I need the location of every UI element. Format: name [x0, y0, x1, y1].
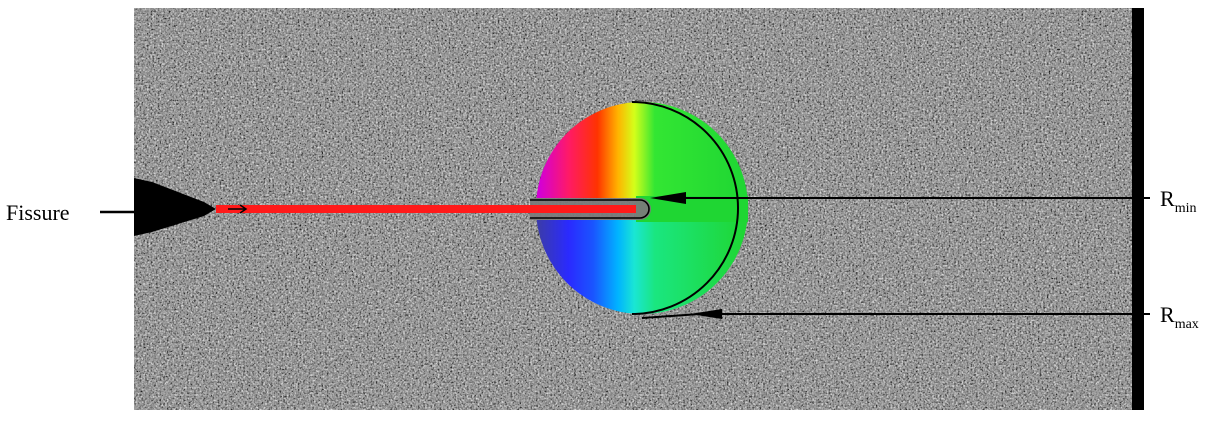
r-max-label: Rmax [1160, 302, 1199, 332]
fissure-annotation: Fissure [6, 200, 134, 225]
r-min-annotation: Rmin [650, 186, 1196, 216]
clamp-bar [1132, 8, 1144, 410]
r-max-annotation: Rmax [641, 302, 1199, 332]
fissure-label: Fissure [6, 200, 70, 225]
crack-line [216, 205, 636, 213]
r-min-label: Rmin [1160, 186, 1196, 216]
notch-wedge [134, 178, 216, 236]
crack-tip-arrow [228, 204, 248, 214]
